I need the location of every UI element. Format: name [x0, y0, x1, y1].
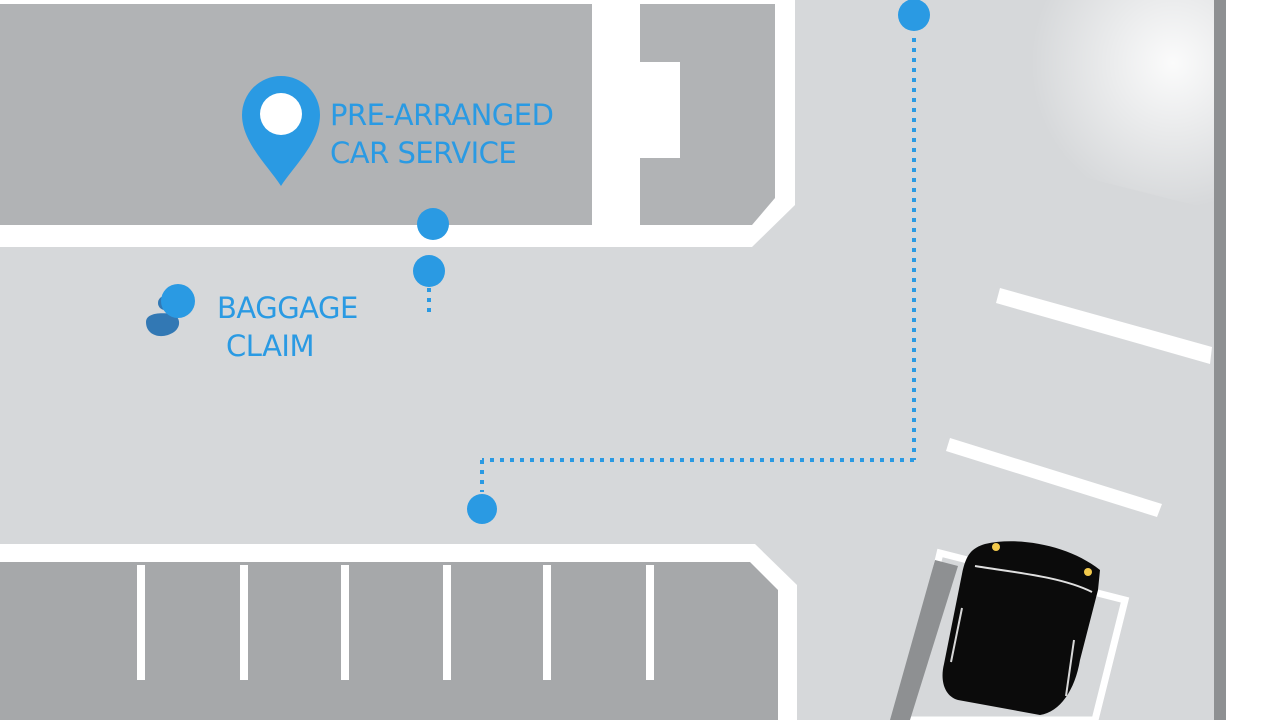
route-path	[480, 38, 916, 492]
stall-line	[443, 565, 451, 680]
route-start-marker[interactable]	[898, 0, 930, 31]
parking-lot	[0, 562, 778, 720]
baggage-icon[interactable]	[146, 284, 195, 337]
terminal-annex	[640, 4, 775, 225]
lane-stripe	[946, 438, 1162, 517]
car-service-label: PRE-ARRANGED CAR SERVICE	[330, 96, 554, 172]
stall-line	[137, 565, 145, 680]
crosswalk-marker[interactable]	[413, 255, 445, 287]
stall-line	[341, 565, 349, 680]
lane-stripe	[996, 288, 1212, 364]
annex-notch	[640, 62, 680, 158]
baggage-claim-label-line-1: BAGGAGE	[217, 291, 358, 325]
stall-line	[543, 565, 551, 680]
car-service-label-line-1: PRE-ARRANGED	[330, 98, 554, 132]
baggage-claim-label: BAGGAGE CLAIM	[217, 289, 358, 365]
stall-line	[646, 565, 654, 680]
baggage-claim-label-line-2: CLAIM	[226, 329, 314, 363]
parking-stall-lines	[137, 565, 654, 680]
light-glare	[1010, 0, 1214, 210]
right-wall	[1214, 0, 1226, 720]
curb-marker[interactable]	[417, 208, 449, 240]
map-pin-icon[interactable]	[242, 76, 320, 186]
stall-line	[240, 565, 248, 680]
bay-shadow	[890, 560, 958, 720]
car-service-label-line-2: CAR SERVICE	[330, 136, 517, 170]
car-icon	[942, 541, 1100, 715]
right-margin	[1226, 0, 1280, 720]
route-end-marker[interactable]	[467, 494, 497, 524]
